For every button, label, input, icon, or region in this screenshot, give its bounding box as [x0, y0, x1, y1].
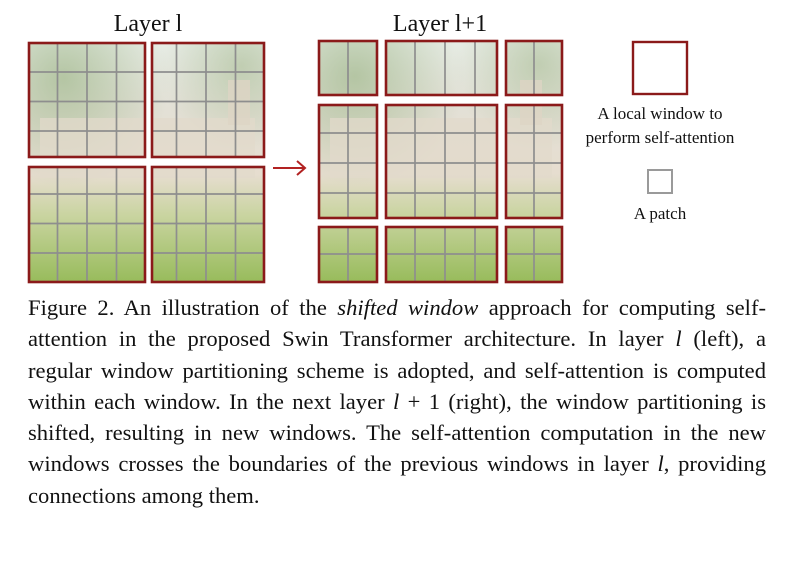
shifted-window-r1c3 — [504, 39, 564, 97]
caption-variable-l-3: l — [657, 451, 664, 477]
layer-l-plus-1-grid — [316, 38, 565, 285]
caption-text-3: (left), a regular window partitioning sc… — [28, 326, 766, 414]
layer-l-window-top-left — [27, 41, 147, 159]
shifted-window-r1c1 — [317, 39, 379, 97]
layer-l-plus-1-gap-vertical-2 — [498, 38, 505, 285]
layer-l-windows — [27, 41, 266, 284]
legend-window-swatch — [631, 40, 689, 96]
caption-variable-l-2: l — [393, 388, 400, 414]
shifted-window-r1c2 — [384, 39, 499, 97]
legend-patch-label: A patch — [634, 204, 687, 223]
shifted-window-r2c2 — [384, 103, 499, 220]
layer-l-grid — [26, 40, 267, 285]
layer-l-plus-1-gap-horizontal-2 — [316, 219, 565, 226]
layer-l-title: Layer l — [114, 11, 183, 37]
layer-l-tower — [228, 80, 250, 125]
figure-diagram: Layer l Layer l+1 — [26, 11, 735, 285]
layer-l-window-top-right — [150, 41, 266, 159]
caption-text-5: , providing connections among them. — [28, 451, 766, 508]
layer-l-plus-1-title: Layer l+1 — [393, 11, 487, 37]
layer-l-plus-1-windows — [317, 39, 564, 284]
layer-l-plus-1-gap-vertical-1 — [378, 38, 385, 285]
caption-text-1: Figure 2. An illustration of the — [28, 295, 338, 320]
shifted-window-r3c3 — [504, 225, 564, 284]
caption-text-2: approach for computing self-attention in… — [28, 295, 767, 352]
shift-arrow — [273, 160, 307, 176]
caption-variable-l-1: l — [675, 326, 682, 352]
legend-patch-swatch — [647, 169, 673, 194]
shifted-window-r2c3 — [504, 103, 564, 220]
figure-caption: Figure 2. An illustration of the shifted… — [28, 292, 766, 511]
layer-l-window-bottom-left — [27, 165, 147, 284]
caption-text-4: + 1 (right), the window partitioning is … — [28, 388, 766, 477]
layer-l-window-bottom-right — [150, 165, 266, 284]
legend-window-label-line2: perform self-attention — [586, 128, 735, 147]
layer-l-plus-1-patch-lines — [318, 40, 563, 283]
shifted-window-r3c1 — [317, 225, 379, 284]
shifted-window-r3c2 — [384, 225, 499, 284]
legend: A local window to perform self-attention… — [586, 40, 735, 223]
shifted-window-r2c1 — [317, 103, 379, 220]
caption-emphasis: shifted window — [337, 295, 479, 320]
layer-l-gap-horizontal — [26, 158, 267, 166]
layer-l-plus-1-gap-horizontal-1 — [316, 96, 565, 104]
layer-l-plus-1-building — [330, 118, 552, 178]
legend-window-label-line1: A local window to — [597, 104, 722, 123]
